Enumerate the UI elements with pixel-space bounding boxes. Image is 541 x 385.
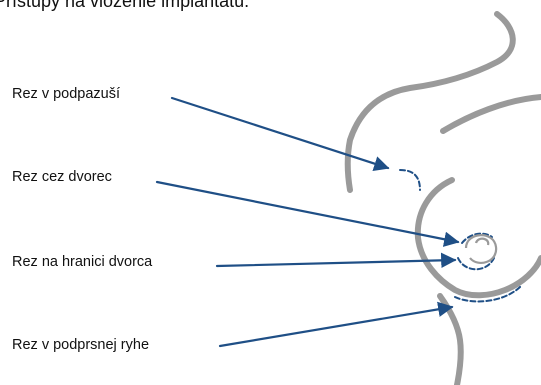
areola	[466, 235, 496, 263]
body-outline	[348, 14, 541, 385]
arrow-areola	[157, 182, 458, 242]
label-inframammary-incision: Rez v podprsnej ryhe	[12, 337, 149, 353]
nipple	[476, 239, 488, 245]
arm-outline	[443, 97, 541, 131]
label-axillary-incision: Rez v podpazuší	[12, 86, 120, 102]
label-areola-border-incision: Rez na hranici dvorca	[12, 254, 152, 270]
label-periareolar-incision: Rez cez dvorec	[12, 169, 112, 185]
areola-border-incision	[458, 258, 494, 269]
arrow-inframammary	[220, 307, 452, 346]
pointer-arrows	[157, 98, 458, 346]
axillary-incision	[400, 170, 420, 190]
arrow-areola-border	[217, 260, 455, 266]
